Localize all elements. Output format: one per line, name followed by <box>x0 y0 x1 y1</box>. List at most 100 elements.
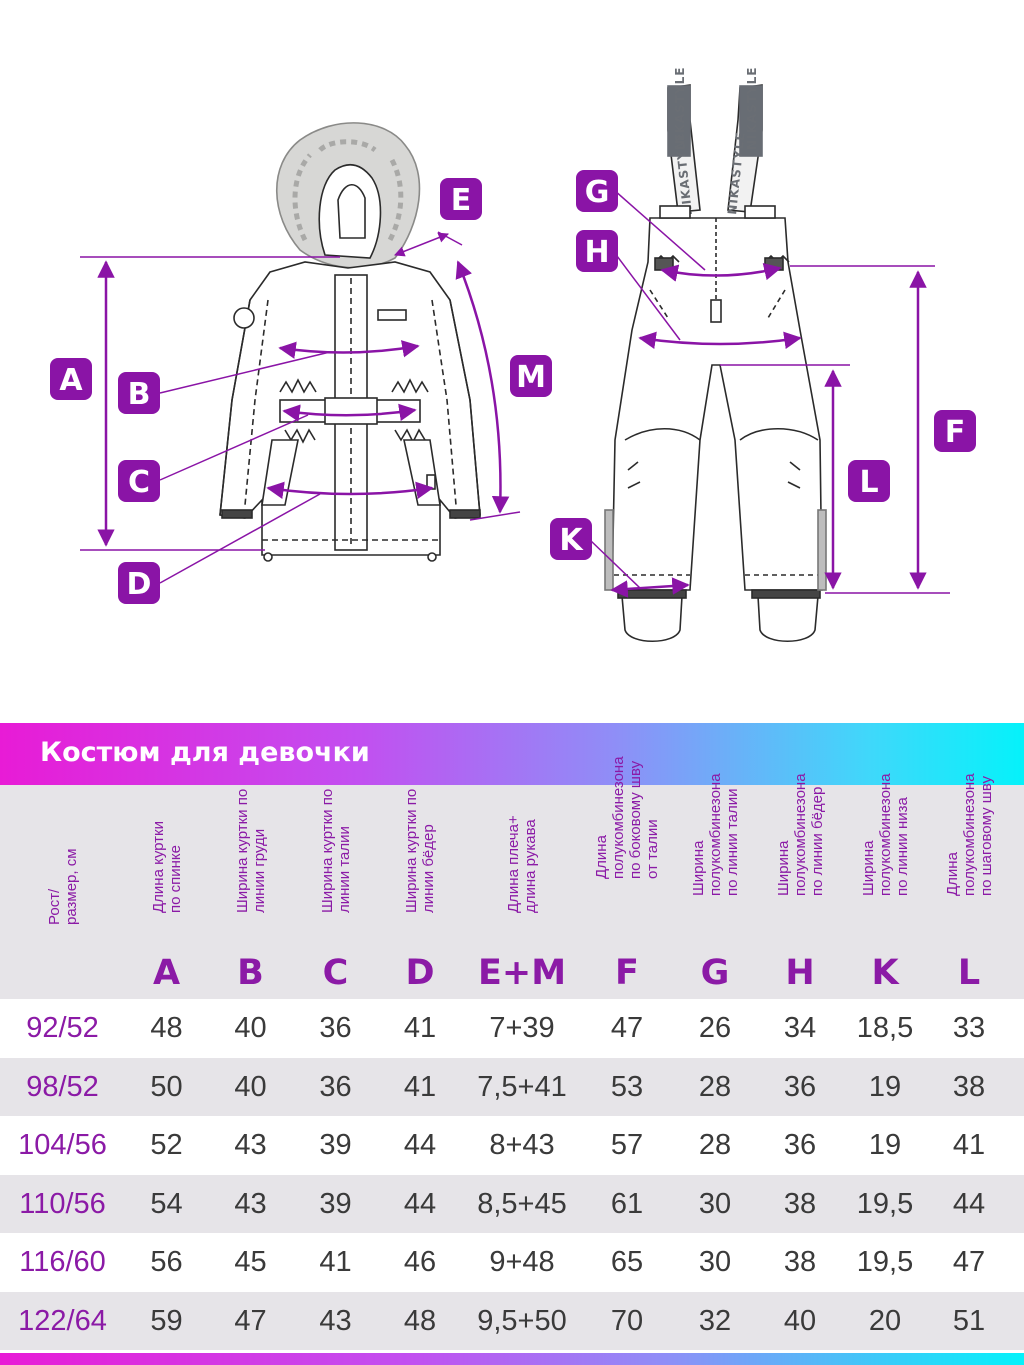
column-letter: F <box>615 953 639 993</box>
value-cell: 44 <box>952 1187 986 1220</box>
value-cell: 33 <box>952 1012 986 1044</box>
value-cell: 34 <box>783 1012 817 1044</box>
header-cell: Длина полукомбинезона по боковому шву от… <box>582 756 672 999</box>
value-cell: 9+48 <box>489 1246 555 1278</box>
badge-E: E <box>440 178 482 220</box>
value-cell: 50 <box>150 1070 183 1103</box>
value-cell: 9,5+50 <box>477 1304 567 1337</box>
value-cell: 51 <box>952 1304 986 1337</box>
badge-B: B <box>118 372 160 414</box>
value-cell: 28 <box>698 1129 732 1161</box>
column-description: Длина плеча+ длина рукава <box>505 815 539 913</box>
column-description: Ширина куртки по линии груди <box>233 788 268 913</box>
badge-G: G <box>576 170 618 212</box>
value-cell: 30 <box>698 1246 732 1278</box>
bottom-gradient-bar <box>0 1353 1024 1365</box>
value-cell: 45 <box>234 1246 267 1278</box>
suspender-straps: NIKASTYLE NIKASTYLE NIKASTYLE NIKASTYLE <box>667 67 763 216</box>
value-cell: 41 <box>403 1012 437 1044</box>
column-letter: L <box>957 953 981 993</box>
svg-text:B: B <box>128 377 151 412</box>
column-description: Ширина полукомбинезона по линии бёдер <box>774 773 826 896</box>
value-cell: 36 <box>783 1129 817 1161</box>
badge-K: K <box>550 518 592 560</box>
column-description: Ширина куртки по линии бёдер <box>403 788 437 913</box>
garment-measurement-diagram: NIKASTYLE NIKASTYLE NIKASTYLE NIKASTYLE <box>50 67 976 642</box>
size-cell: 92/52 <box>26 1012 99 1044</box>
value-cell: 47 <box>952 1246 986 1278</box>
value-cell: 26 <box>698 1012 732 1044</box>
column-description: Длина куртки по спинке <box>149 821 184 913</box>
svg-text:K: K <box>559 523 584 558</box>
strap-brand-right: NIKASTYLE <box>745 67 759 150</box>
value-cell: 41 <box>403 1070 437 1103</box>
fur-hood <box>275 122 421 269</box>
svg-text:L: L <box>859 465 878 500</box>
column-letter: G <box>700 953 730 993</box>
svg-text:H: H <box>584 235 609 270</box>
value-cell: 36 <box>783 1070 817 1103</box>
value-cell: 47 <box>610 1012 644 1044</box>
column-description: Ширина куртки по линии талии <box>318 788 353 913</box>
svg-text:G: G <box>585 175 610 210</box>
value-cell: 38 <box>952 1070 986 1103</box>
size-cell: 122/64 <box>18 1304 107 1337</box>
column-description: Рост/ размер, см <box>45 848 80 925</box>
column-letter: C <box>322 953 349 993</box>
size-cell: 116/60 <box>19 1246 106 1278</box>
column-letter: B <box>237 953 264 993</box>
size-cell: 98/52 <box>26 1070 99 1103</box>
svg-text:C: C <box>128 465 150 500</box>
value-cell: 53 <box>610 1070 644 1103</box>
value-cell: 36 <box>319 1012 352 1044</box>
measurement-lines <box>80 189 950 598</box>
overalls-illustration: NIKASTYLE NIKASTYLE NIKASTYLE NIKASTYLE <box>604 67 827 642</box>
value-cell: 43 <box>319 1304 352 1337</box>
value-cell: 32 <box>698 1304 732 1337</box>
value-cell: 40 <box>783 1304 817 1337</box>
value-cell: 39 <box>319 1187 352 1220</box>
svg-text:E: E <box>451 183 472 218</box>
value-cell: 7+39 <box>489 1012 555 1044</box>
badge-D: D <box>118 562 160 604</box>
value-cell: 44 <box>403 1187 437 1220</box>
value-cell: 18,5 <box>856 1012 914 1044</box>
value-cell: 19,5 <box>856 1187 914 1220</box>
value-cell: 61 <box>610 1187 644 1220</box>
badge-M: M <box>510 355 552 397</box>
column-letter: D <box>405 953 435 993</box>
badge-H: H <box>576 230 618 272</box>
title-bar: Костюм для девочки <box>0 723 1024 785</box>
value-cell: 48 <box>150 1012 183 1044</box>
overalls-body <box>611 217 823 591</box>
value-cell: 30 <box>698 1187 732 1220</box>
value-cell: 40 <box>234 1012 267 1044</box>
column-description: Длина полукомбинезона по боковому шву от… <box>593 756 661 879</box>
value-cell: 65 <box>610 1246 644 1278</box>
value-cell: 41 <box>319 1246 352 1278</box>
value-cell: 70 <box>610 1304 644 1337</box>
value-cell: 46 <box>403 1246 437 1278</box>
value-cell: 38 <box>783 1187 817 1220</box>
value-cell: 28 <box>698 1070 732 1103</box>
svg-text:F: F <box>945 415 966 450</box>
badge-F: F <box>934 410 976 452</box>
value-cell: 44 <box>403 1129 437 1161</box>
table-title: Костюм для девочки <box>40 737 370 768</box>
value-cell: 41 <box>952 1129 986 1161</box>
value-cell: 7,5+41 <box>477 1070 567 1103</box>
value-cell: 36 <box>319 1070 352 1103</box>
column-letter: E+M <box>477 953 567 993</box>
